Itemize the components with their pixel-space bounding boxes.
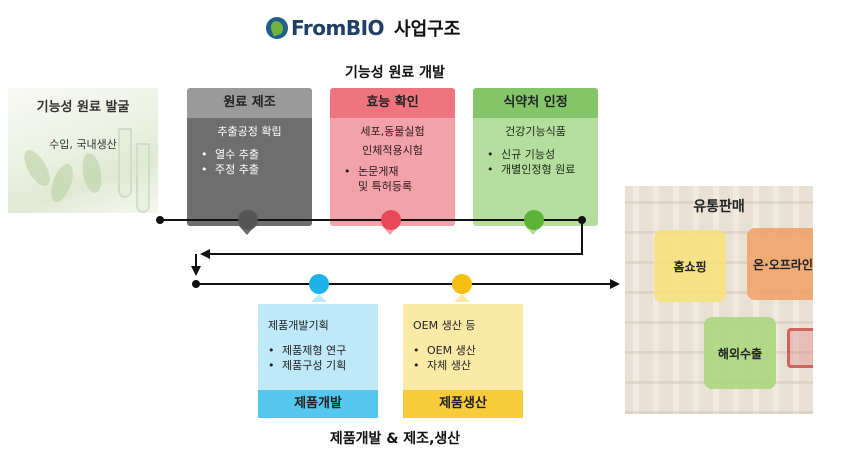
return-flow-line <box>200 220 583 259</box>
list-item: 제품제형 연구 <box>268 343 368 358</box>
card-pointer <box>525 226 541 235</box>
product-lead: 제품개발기획 <box>268 319 329 332</box>
test-tube-decoration <box>136 143 150 213</box>
stage-dot-efficacy <box>381 210 401 230</box>
test-tube-decoration <box>118 128 132 198</box>
list-item: OEM 생산 <box>413 343 513 358</box>
channel-home-shopping: 홈쇼핑 <box>654 230 726 302</box>
stage-card-manufacturing: 원료 제조 추출공정 확립 열수 추출 주정 추출 <box>187 88 312 235</box>
stage-lead: 추출공정 확립 <box>217 125 282 138</box>
company-logo: FromBIO 사업구조 <box>266 14 460 42</box>
stage-lead: 세포,동물실험 <box>360 125 425 138</box>
list-item: 열수 추출 <box>201 147 304 162</box>
shopping-basket-decoration <box>787 328 813 368</box>
product-footer: 제품생산 <box>403 390 523 418</box>
distribution-panel: 유통판매 홈쇼핑 온·오프라인 해외수출 <box>625 186 813 414</box>
stage-body: 건강기능식품 신규 기능성 개별인정형 원료 <box>473 118 598 226</box>
brand-name: FromBIO <box>291 16 385 40</box>
discovery-panel: 기능성 원료 발굴 수입, 국내생산 <box>8 88 158 213</box>
stage-card-efficacy: 효능 확인 세포,동물실험 인체적용시험 논문게재 및 특허등록 <box>330 88 455 235</box>
page-title: 사업구조 <box>394 19 461 40</box>
product-dot-development <box>309 274 329 294</box>
flow-node <box>192 280 200 288</box>
frombio-logo-mark <box>266 17 288 39</box>
list-item: 자체 생산 <box>413 358 513 373</box>
stage-body: 세포,동물실험 인체적용시험 논문게재 및 특허등록 <box>330 118 455 226</box>
list-item: 주정 추출 <box>201 162 304 177</box>
product-dot-production <box>452 274 472 294</box>
card-pointer <box>454 294 470 302</box>
list-item: 개별인정형 원료 <box>487 162 590 177</box>
product-footer: 제품개발 <box>258 390 378 418</box>
discovery-title: 기능성 원료 발굴 <box>36 100 130 115</box>
list-item: 논문게재 <box>344 164 447 179</box>
card-pointer <box>311 294 327 302</box>
channel-online-offline: 온·오프라인 <box>747 228 813 300</box>
flow-start-node <box>156 216 164 224</box>
list-item: 및 특허등록 <box>358 180 413 193</box>
product-lead: OEM 생산 등 <box>413 319 476 332</box>
bottom-section-title: 제품개발 & 제조,생산 <box>329 431 461 447</box>
stage-lead: 건강기능식품 <box>505 125 566 138</box>
list-item: 제품구성 기획 <box>268 358 368 373</box>
channel-export: 해외수출 <box>704 317 776 389</box>
list-item: 신규 기능성 <box>487 147 590 162</box>
stage-dot-manufacturing <box>238 210 258 230</box>
product-body: 제품개발기획 제품제형 연구 제품구성 기획 <box>258 304 378 390</box>
product-card-production: OEM 생산 등 OEM 생산 자체 생산 제품생산 <box>403 304 523 418</box>
distribution-title: 유통판매 <box>693 199 745 215</box>
product-card-development: 제품개발기획 제품제형 연구 제품구성 기획 제품개발 <box>258 304 378 418</box>
card-pointer <box>239 226 255 235</box>
stage-title: 원료 제조 <box>187 88 312 118</box>
stage-body: 추출공정 확립 열수 추출 주정 추출 <box>187 118 312 226</box>
top-section-title: 기능성 원료 개발 <box>345 65 445 81</box>
card-pointer <box>382 226 398 235</box>
stage-lead-2: 인체적용시험 <box>362 144 423 157</box>
stage-card-approval: 식약처 인정 건강기능식품 신규 기능성 개별인정형 원료 <box>473 88 598 235</box>
stage-title: 식약처 인정 <box>473 88 598 118</box>
stage-dot-approval <box>524 210 544 230</box>
discovery-subtitle: 수입, 국내생산 <box>49 138 117 151</box>
stage-title: 효능 확인 <box>330 88 455 118</box>
product-body: OEM 생산 등 OEM 생산 자체 생산 <box>403 304 523 390</box>
